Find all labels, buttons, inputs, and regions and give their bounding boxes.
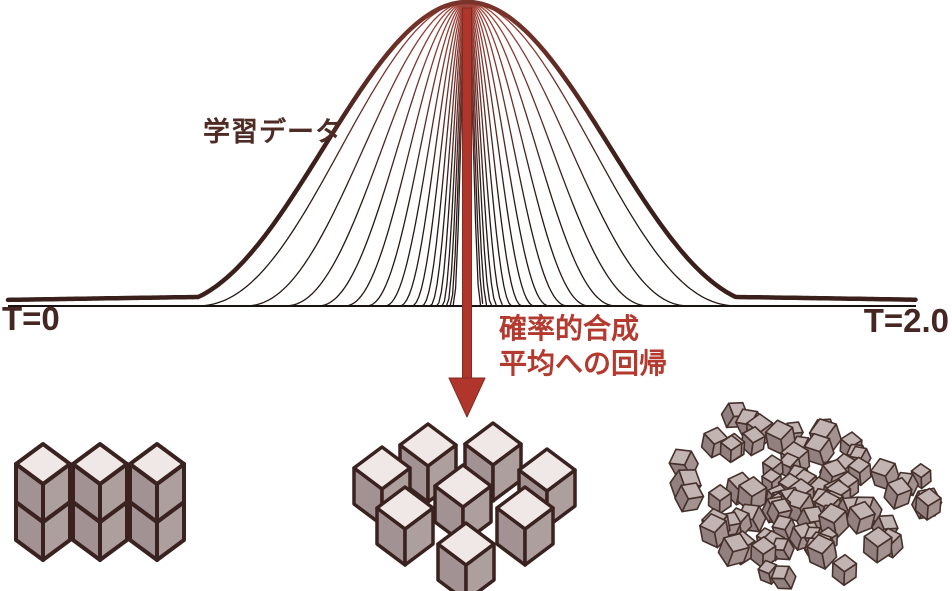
ordered-cube xyxy=(128,442,186,524)
caption-line-1: 確率的合成 xyxy=(499,313,640,344)
caption-line-2: 平均への回帰 xyxy=(499,348,668,379)
scatter-cube xyxy=(806,533,838,570)
scatter-cube xyxy=(831,553,858,587)
scatter-cube xyxy=(883,476,913,510)
scatter-cube xyxy=(770,565,797,590)
time-end-label: T=2.0 xyxy=(863,302,949,339)
ordered-cube xyxy=(14,442,72,524)
loose-cube xyxy=(495,485,555,567)
ordered-cube xyxy=(71,442,129,524)
cube-block-ordered xyxy=(14,442,186,562)
training-data-label: 学習データ xyxy=(203,117,343,147)
cube-scatter xyxy=(668,401,943,590)
mean-arrow xyxy=(448,7,486,418)
scatter-cube xyxy=(862,526,893,564)
scatter-cube xyxy=(717,532,750,568)
scatter-cube xyxy=(914,487,942,521)
gaussian-curve-family xyxy=(5,0,918,307)
scatter-cube xyxy=(803,432,835,467)
scatter-cube xyxy=(845,500,876,535)
scatter-cube xyxy=(910,463,932,490)
loose-cube xyxy=(375,485,435,567)
scatter-cube xyxy=(674,482,705,513)
arrow-head xyxy=(448,377,486,418)
arrow-shaft xyxy=(462,7,472,381)
loose-cube xyxy=(436,521,496,591)
cube-cluster-loose xyxy=(352,421,577,591)
scatter-cube xyxy=(719,434,743,464)
time-start-label: T=0 xyxy=(2,300,60,337)
arrow-caption: 確率的合成 平均への回帰 xyxy=(499,311,667,381)
scatter-cube xyxy=(771,514,798,542)
outer-gaussian-curve xyxy=(5,0,918,303)
